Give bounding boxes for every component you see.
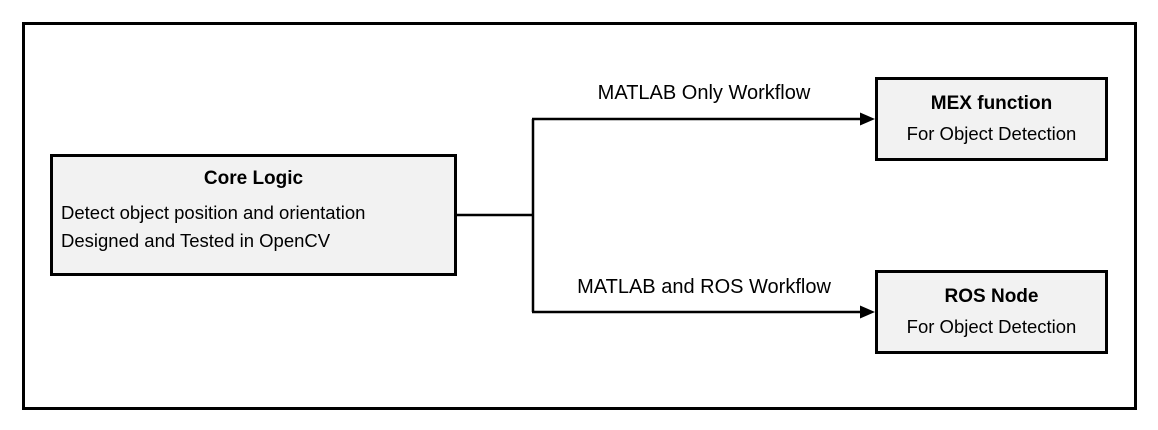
bottom-branch-label: MATLAB and ROS Workflow (577, 276, 831, 298)
ros-node-subtitle: For Object Detection (906, 316, 1077, 337)
diagram-frame (22, 22, 1137, 410)
core-logic-box: Core Logic Detect object position and or… (50, 154, 457, 276)
core-logic-title: Core Logic (203, 168, 304, 189)
ros-node-title: ROS Node (944, 286, 1039, 307)
mex-function-subtitle: For Object Detection (906, 123, 1077, 144)
core-logic-line-2: Designed and Tested in OpenCV (61, 230, 331, 251)
mex-function-title: MEX function (930, 93, 1053, 114)
mex-function-box: MEX function For Object Detection (875, 77, 1108, 161)
core-logic-line-1: Detect object position and orientation (61, 202, 366, 223)
ros-node-box: ROS Node For Object Detection (875, 270, 1108, 354)
top-branch-label: MATLAB Only Workflow (597, 82, 811, 104)
